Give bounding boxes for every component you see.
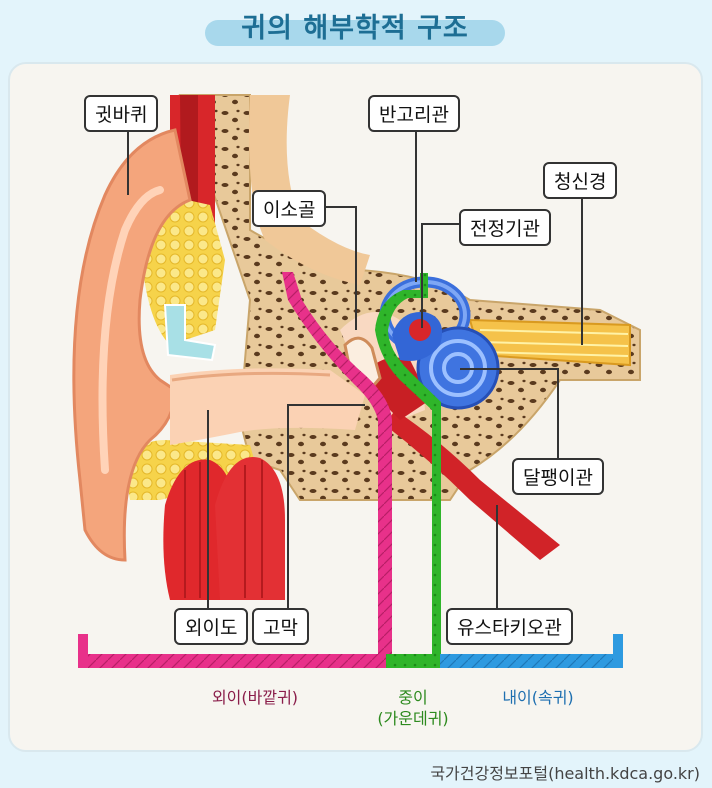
lobe-lines <box>184 460 263 598</box>
leader-vestibule <box>421 223 459 328</box>
outer-ear-vertical <box>282 272 392 665</box>
region-middle-ear-line2: (가운데귀) <box>377 709 449 728</box>
label-pinna: 귓바퀴 <box>84 95 159 132</box>
nerve-lines <box>479 329 629 357</box>
middle-ear-bar <box>386 654 440 668</box>
region-inner-ear: 내이(속귀) <box>502 688 574 707</box>
leader-eardrum <box>287 404 365 608</box>
ear-canal-wall <box>171 371 331 382</box>
fat-tissue-upper <box>139 195 225 345</box>
leader-ossicles <box>323 206 357 330</box>
label-semicircular-canals: 반고리관 <box>368 95 460 132</box>
label-cochlea: 달팽이관 <box>512 458 604 495</box>
region-middle-ear-line1: 중이 <box>398 688 428 707</box>
middle-ear-outline <box>375 273 441 660</box>
title-highlight <box>205 20 505 46</box>
source-credit: 국가건강정보포털(health.kdca.go.kr) <box>430 764 700 783</box>
label-eustachian-tube: 유스타키오관 <box>446 608 573 645</box>
bone-skin-layer <box>249 95 370 285</box>
label-auditory-nerve: 청신경 <box>543 162 618 199</box>
cartilage <box>163 304 217 362</box>
outer-ear-cap <box>78 634 88 668</box>
label-eardrum: 고막 <box>252 608 309 645</box>
outer-ear-bar <box>78 654 386 668</box>
inner-ear-cap <box>613 634 623 668</box>
leader-lines <box>127 128 583 608</box>
leader-cochlea <box>460 368 559 460</box>
pinna-inner-fold <box>98 186 164 474</box>
vestibule-highlight <box>409 319 431 341</box>
region-outer-ear: 외이(바깥귀) <box>211 688 299 707</box>
label-ossicles: 이소골 <box>252 190 327 227</box>
lobe-tissue-right <box>215 456 285 600</box>
page-title: 귀의 해부학적 구조 <box>241 13 469 44</box>
title-banner: 귀의 해부학적 구조 <box>205 6 505 46</box>
inner-ear-bar <box>440 654 623 668</box>
eustachian-tube <box>385 410 560 560</box>
ear-canal <box>170 368 365 445</box>
label-ear-canal: 외이도 <box>174 608 249 645</box>
label-vestibule: 전정기관 <box>459 209 551 246</box>
